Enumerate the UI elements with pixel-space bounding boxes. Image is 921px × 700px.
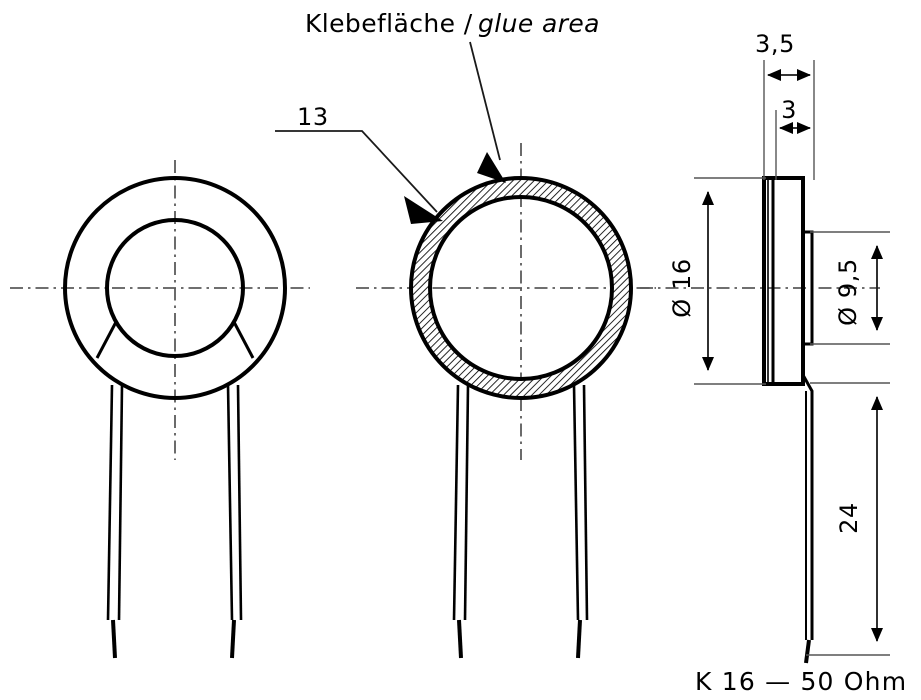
thickness-callout-13 (275, 130, 443, 224)
lead-wires-middle (452, 384, 589, 659)
label-body-thickness: 3 (781, 96, 797, 124)
glue-area-leader-line (469, 41, 501, 161)
side-hub-outline (803, 230, 814, 346)
lead-wire-side (801, 374, 814, 664)
side-body-outline (762, 176, 805, 386)
inner-circle-middle (428, 195, 614, 381)
dimension-overall-thickness (763, 60, 815, 180)
lead-wires-left (106, 384, 243, 659)
glue-area-arrowhead (477, 152, 506, 183)
outer-circle-middle (409, 176, 633, 400)
label-overall-thickness: 3,5 (755, 30, 795, 58)
inner-circle-left (105, 218, 245, 358)
glue-area-hatch (400, 167, 642, 409)
tangent-left (95, 321, 118, 359)
side-view (640, 176, 880, 664)
glue-area-callout (469, 41, 506, 183)
label-inner-diameter: Ø 9,5 (834, 258, 862, 326)
label-outer-diameter: Ø 16 (668, 258, 696, 317)
label-lead-length: 24 (835, 502, 863, 534)
front-view-plain (10, 160, 310, 659)
dimension-lead-length (806, 382, 890, 656)
part-caption: K 16 — 50 Ohm (695, 667, 907, 696)
front-view-glue (356, 143, 656, 659)
dimension-outer-diameter (694, 177, 766, 385)
glue-area-title-roman: Klebefläche / (305, 9, 481, 38)
label-13: 13 (297, 103, 329, 131)
tangent-right (232, 321, 255, 359)
callout-13-leader-line (275, 130, 438, 213)
dimension-inner-diameter (810, 231, 890, 345)
outer-circle-left (63, 176, 287, 400)
glue-area-title-italic: glue area (478, 9, 600, 38)
dimension-body-thickness (775, 110, 811, 180)
callout-13-arrowhead (404, 196, 443, 224)
